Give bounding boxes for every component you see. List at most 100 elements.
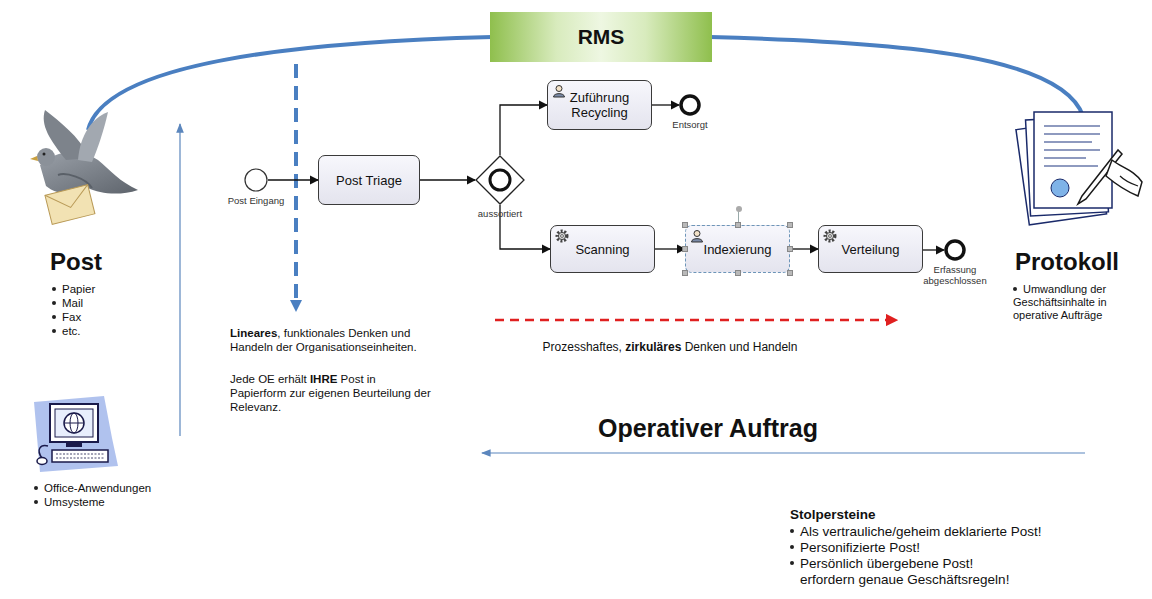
text-label: Fax: [62, 311, 81, 323]
user-task-icon: [690, 229, 704, 243]
event-label: Erfassung abgeschlossen: [923, 264, 987, 286]
rms-banner: RMS: [490, 12, 712, 62]
flow-connector: [790, 248, 818, 249]
bullet-item: Fax: [52, 310, 95, 324]
selection-handle: [682, 222, 688, 228]
text-block: RMS: [578, 25, 625, 49]
bullet-dot: [52, 301, 56, 305]
selection-handle: [682, 270, 688, 276]
selection-handle: [735, 270, 741, 276]
event-label: aussortiert: [478, 208, 522, 219]
text-label: Personifizierte Post!: [800, 540, 920, 555]
bullet-dot: [52, 329, 56, 333]
gateway-shape: [475, 155, 525, 205]
bullet-item: Persönlich übergebene Post!: [790, 556, 1042, 572]
bullet-item: Umsysteme: [34, 495, 151, 509]
bullet-item: Mail: [52, 296, 95, 310]
text-block: Protokoll: [1015, 247, 1119, 276]
bold-label: Lineares: [230, 327, 277, 339]
end-event: Erfassung abgeschlossen: [944, 239, 966, 261]
text-line: erfordern genaue Geschäftsregeln!: [800, 572, 1009, 588]
selection-handle: [787, 246, 793, 252]
text-label: Papier: [62, 283, 95, 295]
process-box: Zuführung Recycling: [547, 80, 652, 130]
flow-connector: [420, 179, 475, 180]
text-label: Jede OE erhält: [230, 373, 310, 385]
rms-arc: [710, 37, 1083, 116]
text-block: Als vertrauliche/geheim deklarierte Post…: [790, 524, 1042, 572]
bullet-item: Papier: [52, 282, 95, 296]
selection-handle: [787, 222, 793, 228]
order-arrow: [482, 452, 1085, 453]
rms-arc: [88, 37, 492, 130]
bullet-item: etc.: [52, 324, 95, 338]
end-event: Entsorgt: [679, 94, 701, 116]
text-line: Operativer Auftrag: [598, 413, 818, 443]
text-block: Jede OE erhält IHRE Post in Papierform z…: [230, 372, 435, 414]
text-line: Protokoll: [1015, 247, 1119, 276]
bullet-item: Als vertrauliche/geheim deklarierte Post…: [790, 524, 1042, 540]
text-label: Office-Anwendungen: [44, 482, 151, 494]
event-label: Post Eingang: [228, 195, 285, 206]
bullet-dot: [34, 500, 38, 504]
bold-label: Post: [50, 248, 102, 275]
text-block: Scanning: [575, 242, 629, 257]
bullet-item: Office-Anwendungen: [34, 481, 151, 495]
bullet-dot: [790, 561, 794, 565]
bold-label: Stolpersteine: [790, 507, 876, 522]
text-block: Lineares, funktionales Denken und Handel…: [230, 326, 435, 354]
bullet-item: Personifizierte Post!: [790, 540, 1042, 556]
text-block: Operativer Auftrag: [598, 413, 818, 443]
start-shape: [244, 168, 268, 192]
text-block: PapierMailFaxetc.: [52, 282, 95, 338]
text-block: Office-AnwendungenUmsysteme: [34, 481, 151, 509]
text-label: erfordern genaue Geschäftsregeln!: [800, 572, 1009, 587]
selection-handle: [682, 246, 688, 252]
text-label: Persönlich übergebene Post!: [800, 556, 973, 571]
rotate-knob: [736, 206, 742, 212]
text-label: Prozesshaftes,: [543, 340, 626, 354]
text-block: Umwandlung der Geschäftsinhalte in opera…: [1013, 283, 1149, 322]
decision-diamond: aussortiert: [475, 155, 525, 205]
bullet-dot: [1013, 287, 1017, 291]
bullet-dot: [790, 545, 794, 549]
process-box: Indexierung: [685, 225, 790, 273]
end-shape: [944, 239, 966, 261]
banner-title: RMS: [578, 25, 625, 49]
pigeon-illustration: [30, 110, 138, 224]
text-block: erfordern genaue Geschäftsregeln!: [800, 572, 1009, 588]
process-label: Post Triage: [336, 173, 402, 188]
process-box: Verteilung: [818, 225, 923, 273]
text-label: Umsysteme: [44, 496, 105, 508]
text-line: Stolpersteine: [790, 507, 876, 523]
end-shape: [679, 94, 701, 116]
bold-label: IHRE: [310, 373, 337, 385]
linear-dashed-arrow: [294, 64, 298, 306]
process-label: Scanning: [575, 242, 629, 257]
text-label: Als vertrauliche/geheim deklarierte Post…: [800, 524, 1042, 539]
flow-connector: [923, 249, 944, 250]
text-block: Verteilung: [842, 242, 900, 257]
flow-connector: [500, 105, 547, 155]
text-line: Post: [50, 247, 102, 276]
flow-connector: [268, 179, 318, 180]
start-event: Post Eingang: [244, 168, 268, 192]
text-label: Denken und Handeln: [681, 340, 797, 354]
process-box: Scanning: [550, 225, 655, 273]
bold-label: Operativer Auftrag: [598, 414, 818, 442]
text-label: Mail: [62, 297, 83, 309]
selection-handle: [787, 270, 793, 276]
input-arrow: [179, 124, 180, 436]
user-task-icon: [552, 84, 566, 98]
computer-illustration: [34, 396, 118, 472]
selection-handle: [735, 222, 741, 228]
process-label: Verteilung: [842, 242, 900, 257]
flow-connector: [652, 104, 679, 105]
flow-connector: [655, 248, 685, 249]
text-block: Stolpersteine: [790, 507, 876, 523]
text-block: Zuführung Recycling: [562, 90, 637, 120]
process-box: Post Triage: [318, 155, 420, 205]
bullet-dot: [34, 486, 38, 490]
bullet-dot: [790, 529, 794, 533]
